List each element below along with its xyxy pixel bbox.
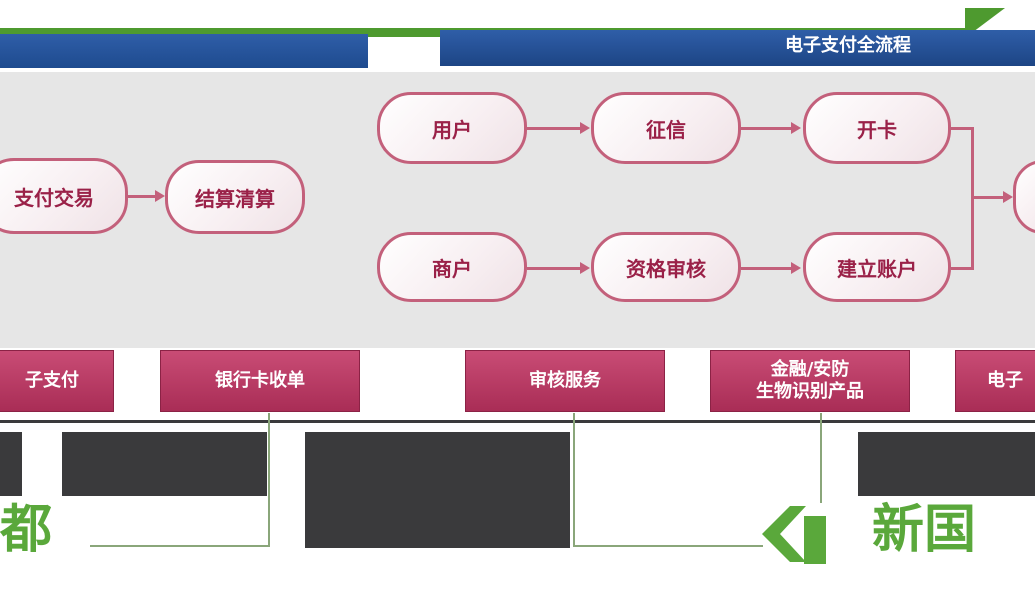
node-settlement-clearing: 结算清算 xyxy=(165,160,305,234)
node-label: 支付交易 xyxy=(14,185,94,210)
node-label: 征信 xyxy=(646,117,686,142)
dark-panel xyxy=(858,432,1035,496)
node-label: 资格审核 xyxy=(626,256,706,281)
service-box-electronic: 电子 xyxy=(955,350,1035,412)
node-label: 开卡 xyxy=(857,117,897,142)
dark-panel xyxy=(0,432,22,496)
connector xyxy=(951,267,973,270)
service-box-payment: 子支付 xyxy=(0,350,114,412)
connector xyxy=(268,413,270,546)
connector xyxy=(820,413,822,503)
service-box-card-acquiring: 银行卡收单 xyxy=(160,350,360,412)
arrow-right-icon xyxy=(791,122,801,134)
node-label: 商户 xyxy=(432,256,472,281)
connector xyxy=(573,413,575,546)
logo-text-left: 都 xyxy=(0,500,53,560)
arrow-right-icon xyxy=(580,122,590,134)
connector xyxy=(573,545,763,547)
node-label: 结算清算 xyxy=(195,186,275,211)
node-user: 用户 xyxy=(377,92,527,164)
banner-left-segment xyxy=(0,34,368,68)
brand-logo-icon xyxy=(762,506,826,564)
service-label: 子支付 xyxy=(25,370,79,391)
divider xyxy=(0,420,1035,423)
service-label: 审核服务 xyxy=(529,370,601,391)
node-create-account: 建立账户 xyxy=(803,232,951,302)
connector xyxy=(527,267,582,270)
service-label: 金融/安防 xyxy=(770,359,850,380)
connector xyxy=(128,195,158,198)
service-label-2: 生物识别产品 xyxy=(756,381,864,402)
arrow-right-icon xyxy=(1003,191,1013,203)
connector xyxy=(951,127,973,130)
service-label: 电子 xyxy=(987,370,1023,391)
banner-title: 电子支付全流程 xyxy=(785,35,911,56)
connector xyxy=(971,196,1005,199)
node-credit-check: 征信 xyxy=(591,92,741,164)
dark-panel xyxy=(62,432,267,496)
node-open-card: 开卡 xyxy=(803,92,951,164)
node-label: 用户 xyxy=(432,117,472,142)
connector xyxy=(741,267,793,270)
service-box-biometrics: 金融/安防 生物识别产品 xyxy=(710,350,910,412)
connector xyxy=(527,127,582,130)
banner-title-bar xyxy=(440,30,1035,66)
node-merchant: 商户 xyxy=(377,232,527,302)
dark-panel xyxy=(305,432,570,548)
arrow-right-icon xyxy=(155,190,165,202)
arrow-right-icon xyxy=(580,262,590,274)
arrow-right-icon xyxy=(791,262,801,274)
service-box-review: 审核服务 xyxy=(465,350,665,412)
node-qualification-review: 资格审核 xyxy=(591,232,741,302)
service-label: 银行卡收单 xyxy=(215,370,305,391)
node-label: 建立账户 xyxy=(837,256,917,281)
node-payment-transaction: 支付交易 xyxy=(0,158,128,234)
connector xyxy=(741,127,793,130)
connector xyxy=(90,545,270,547)
logo-text-right: 新国 xyxy=(872,500,977,560)
